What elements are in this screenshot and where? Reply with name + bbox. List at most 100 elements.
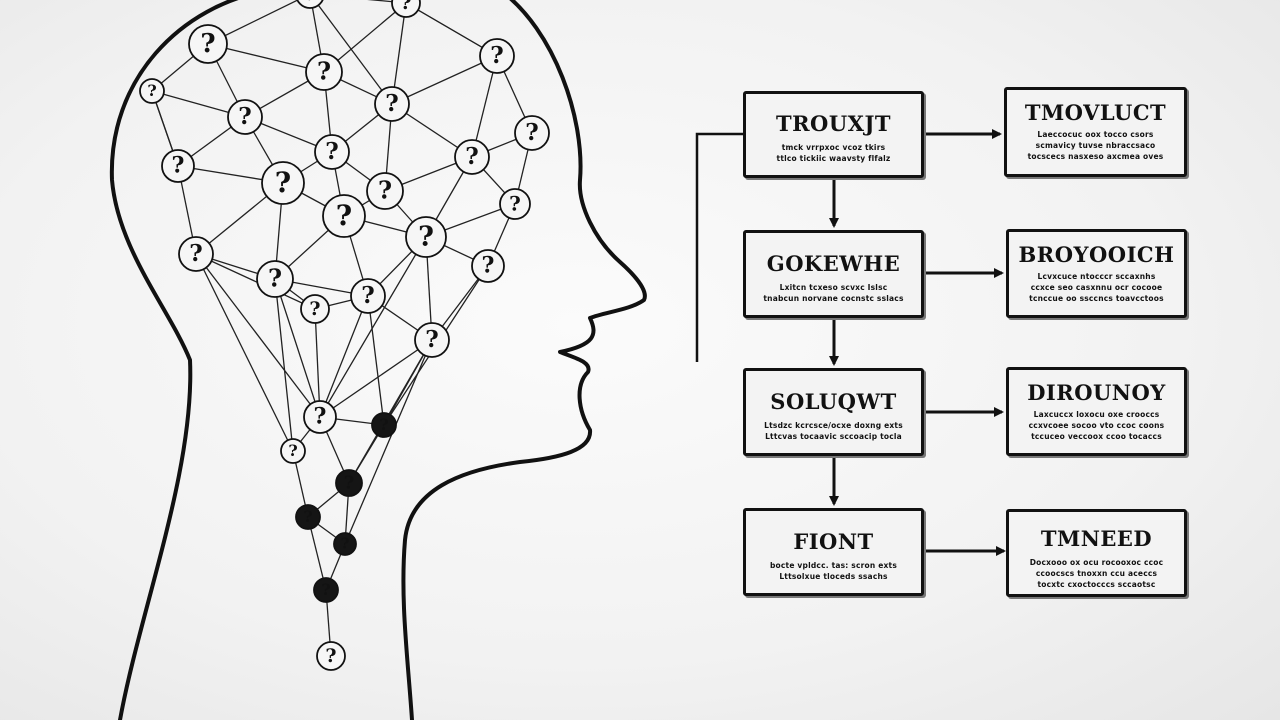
- node-circle: [366, 172, 404, 210]
- node-circle: [256, 260, 294, 298]
- network-edge: [319, 236, 427, 418]
- node-circle: [305, 53, 343, 91]
- node-circle: [296, 0, 324, 9]
- outcome-box-2: BROYOOICH Lcvxcuce ntocccr sccaxnhs ccxc…: [1006, 229, 1187, 318]
- process-box-title: SOLUQWT: [770, 389, 897, 414]
- question-mark-icon: ?: [314, 404, 327, 430]
- node-circle: [391, 0, 421, 18]
- question-mark-icon: ?: [361, 282, 374, 309]
- question-mark-icon: ?: [385, 90, 398, 117]
- node-circle: [295, 504, 321, 530]
- question-mark-icon: ?: [482, 253, 495, 279]
- network-edge: [319, 339, 433, 418]
- question-mark-icon: ?: [509, 191, 521, 215]
- node-circle: [316, 641, 346, 671]
- question-mark-icon: ?: [325, 645, 336, 667]
- network-edge: [195, 253, 321, 418]
- process-box-text: tmck vrrpxoc vcoz tkirs: [781, 143, 886, 152]
- network-edge: [274, 278, 294, 452]
- question-mark-icon: ?: [379, 415, 388, 434]
- node-circle: [178, 236, 214, 272]
- question-mark-icon: ?: [425, 326, 438, 353]
- question-node: ?: [305, 53, 343, 91]
- question-node: ?: [188, 24, 228, 64]
- question-node: ?: [314, 134, 350, 170]
- process-box-2: GOKEWHE Lxitcn tcxeso scvxc Islsc tnabcu…: [743, 230, 924, 318]
- question-node: ?: [374, 86, 410, 122]
- question-mark-icon: ?: [325, 138, 338, 165]
- node-circle: [350, 278, 386, 314]
- outcome-box-title: TMNEED: [1040, 526, 1153, 551]
- question-node: ?: [405, 216, 447, 258]
- question-node: ?: [350, 278, 386, 314]
- network-edge: [344, 339, 433, 545]
- question-mark-icon: ?: [189, 240, 202, 267]
- outcome-box-text: tccuceo veccoox ccoo tocaccs: [1031, 432, 1162, 441]
- node-circle: [188, 24, 228, 64]
- node-circle: [335, 469, 363, 497]
- node-circle: [227, 99, 263, 135]
- question-node: ?: [161, 149, 195, 183]
- network-edge: [367, 295, 385, 426]
- outcome-box-text: tocxtc cxoctocccs sccaotsc: [1037, 580, 1156, 589]
- network-node-dark: ?: [335, 469, 363, 497]
- node-circle: [161, 149, 195, 183]
- question-mark-icon: ?: [490, 42, 503, 69]
- outcome-box-text: tcnccue oo ssccncs toavcctoos: [1029, 294, 1164, 303]
- question-node: ?: [296, 0, 324, 9]
- outcome-box-title: DIROUNOY: [1027, 380, 1166, 405]
- process-box-text: Lttcvas tocaavic sccoacip tocla: [765, 432, 902, 441]
- node-circle: [374, 86, 410, 122]
- outcome-box-text: Docxooo ox ocu rocooxoc ccoc: [1029, 558, 1164, 567]
- question-node: ?: [280, 438, 306, 464]
- outcome-box-4: TMNEED Docxooo ox ocu rocooxoc ccoc ccoo…: [1006, 509, 1187, 597]
- node-circle: [471, 249, 505, 283]
- outcome-box-text: scmavicy tuvse nbraccsaco: [1035, 141, 1156, 150]
- question-mark-icon: ?: [317, 57, 331, 86]
- question-mark-icon: ?: [200, 29, 215, 59]
- question-node: ?: [300, 294, 330, 324]
- network-edge: [367, 0, 407, 4]
- outcome-box-text: ccxce seo casxnnu ocr cocooe: [1030, 283, 1163, 292]
- question-mark-icon: ?: [303, 507, 312, 526]
- node-circle: [514, 115, 550, 151]
- node-circle: [280, 438, 306, 464]
- outcome-box-3: DIROUNOY Laxcuccx loxocu oxe crooccs ccx…: [1006, 367, 1187, 456]
- question-mark-icon: ?: [341, 535, 350, 553]
- question-node: ?: [414, 322, 450, 358]
- question-node: ?: [261, 161, 305, 205]
- node-circle: [139, 78, 165, 104]
- question-node: ?: [499, 188, 531, 220]
- node-circle: [313, 577, 339, 603]
- process-box-title: FIONT: [793, 529, 874, 554]
- question-mark-icon: ?: [336, 199, 352, 232]
- network-node-dark: ?: [313, 577, 339, 603]
- process-box-text: Lxitcn tcxeso scvxc Islsc: [779, 283, 888, 292]
- node-circle: [314, 134, 350, 170]
- network-edge: [314, 308, 321, 418]
- question-mark-icon: ?: [275, 166, 291, 199]
- question-mark-icon: ?: [400, 0, 411, 14]
- outcome-box-text: Laeccocuc oox tocco csors: [1037, 130, 1154, 139]
- question-mark-icon: ?: [172, 153, 185, 179]
- network-edge: [348, 339, 433, 484]
- question-mark-icon: ?: [465, 143, 478, 170]
- question-node: ?: [139, 78, 165, 104]
- question-mark-icon: ?: [309, 298, 320, 320]
- process-box-text: tnabcun norvane cocnstc sslacs: [763, 294, 904, 303]
- outcome-box-title: TMOVLUCT: [1024, 100, 1167, 125]
- process-box-text: ttlco tickiic waavsty flfalz: [776, 154, 891, 163]
- question-mark-icon: ?: [147, 81, 156, 100]
- outcome-box-title: BROYOOICH: [1018, 242, 1175, 267]
- question-node: ?: [178, 236, 214, 272]
- network-edge: [274, 278, 321, 418]
- node-circle: [333, 532, 357, 556]
- question-mark-icon: ?: [525, 119, 538, 146]
- node-circle: [261, 161, 305, 205]
- node-circle: [322, 194, 366, 238]
- question-mark-icon: ?: [344, 472, 355, 493]
- question-mark-icon: ?: [304, 0, 315, 5]
- question-node: ?: [454, 139, 490, 175]
- network-node-dark: ?: [371, 412, 397, 438]
- question-node: ?: [366, 172, 404, 210]
